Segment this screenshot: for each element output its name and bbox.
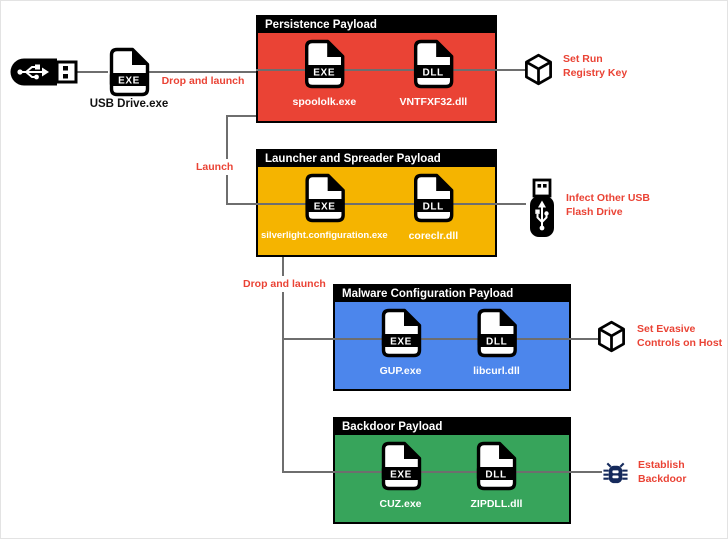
connector-persistence-to-registry — [496, 69, 526, 71]
payload-title-launcher-spreader: Launcher and Spreader Payload — [258, 151, 495, 167]
svg-text:DLL: DLL — [423, 202, 444, 213]
edge-label-drop-and-launch-1: Drop and launch — [161, 75, 245, 87]
connector-drop-to-config — [282, 338, 334, 340]
connector-backdoor-to-bug — [569, 471, 602, 473]
exe-file-group: EXE silverlight.configuration.exe — [261, 173, 388, 241]
connector-usb-to-file — [76, 71, 108, 73]
connector-launch-top — [226, 115, 257, 117]
payload-title-persistence: Persistence Payload — [258, 17, 495, 33]
connector-drop-to-backdoor — [282, 471, 334, 473]
payload-box-launcher-spreader: Launcher and Spreader Payload EXE silver… — [256, 149, 497, 257]
inner-connector-line — [256, 69, 497, 71]
dll-file-icon: DLL — [412, 39, 454, 89]
svg-text:DLL: DLL — [486, 337, 507, 348]
connector-config-to-cube — [569, 338, 598, 340]
payload-title-malware-config: Malware Configuration Payload — [335, 286, 569, 302]
dll-file-group: DLL VNTFXF32.dll — [399, 39, 468, 108]
exe-file-name: CUZ.exe — [379, 498, 422, 510]
dll-file-name: libcurl.dll — [473, 365, 520, 377]
outcome-label-establish-backdoor: Establish Backdoor — [638, 459, 687, 485]
connector-launch-bottom — [226, 203, 257, 205]
usb-stick-icon — [8, 53, 80, 96]
cube-icon — [597, 320, 626, 358]
exe-file-group: EXE CUZ.exe — [380, 441, 422, 510]
exe-file-name: silverlight.configuration.exe — [261, 230, 388, 241]
dll-file-group: DLL ZIPDLL.dll — [470, 441, 522, 510]
svg-text:DLL: DLL — [486, 470, 507, 481]
connector-file-to-persistence — [149, 71, 257, 73]
usb-drive-exe-label: USB Drive.exe — [89, 98, 169, 110]
payload-box-persistence: Persistence Payload EXE spoololk.exe DLL… — [256, 15, 497, 123]
exe-file-icon: EXE — [303, 39, 345, 89]
connector-drop-vertical — [282, 256, 284, 473]
dll-file-icon: DLL — [475, 441, 517, 491]
exe-file-icon: EXE — [380, 308, 422, 358]
edge-label-drop-and-launch-2: Drop and launch — [240, 276, 329, 292]
payload-body-launcher-spreader: EXE silverlight.configuration.exe DLL co… — [256, 167, 497, 255]
dll-file-icon: DLL — [412, 173, 454, 223]
dll-file-name: coreclr.dll — [408, 230, 459, 242]
dll-file-group: DLL coreclr.dll — [408, 173, 459, 242]
payload-box-backdoor: Backdoor Payload EXE CUZ.exe DLL ZIPDLL.… — [333, 417, 571, 524]
svg-text:EXE: EXE — [390, 337, 412, 348]
outcome-label-set-run-registry-key: Set Run Registry Key — [563, 53, 628, 79]
exe-file-icon: EXE — [380, 441, 422, 491]
dll-file-group: DLL libcurl.dll — [473, 308, 520, 377]
svg-text:DLL: DLL — [423, 68, 444, 79]
cube-icon — [524, 53, 553, 91]
dll-file-name: VNTFXF32.dll — [399, 96, 468, 108]
inner-connector-line — [333, 471, 571, 473]
svg-text:EXE: EXE — [390, 470, 412, 481]
exe-file-name: spoololk.exe — [292, 96, 357, 108]
exe-file-icon: EXE — [303, 173, 345, 223]
inner-connector-line — [256, 203, 497, 205]
connector-launcher-to-usb — [496, 203, 526, 205]
bug-icon — [602, 460, 629, 493]
outcome-label-set-evasive-controls: Set Evasive Controls on Host — [637, 323, 723, 349]
edge-label-launch: Launch — [193, 159, 237, 175]
svg-text:EXE: EXE — [313, 68, 335, 79]
svg-text:EXE: EXE — [313, 202, 335, 213]
payload-body-malware-config: EXE GUP.exe DLL libcurl.dll — [333, 302, 571, 389]
payload-body-backdoor: EXE CUZ.exe DLL ZIPDLL.dll — [333, 435, 571, 522]
exe-badge: EXE — [118, 76, 140, 87]
usb-drive-exe-file-icon: EXE — [108, 47, 150, 97]
payload-body-persistence: EXE spoololk.exe DLL VNTFXF32.dll — [256, 33, 497, 121]
outcome-label-infect-other-usb: Infect Other USB Flash Drive — [566, 192, 651, 218]
exe-file-name: GUP.exe — [379, 365, 422, 377]
payload-title-backdoor: Backdoor Payload — [335, 419, 569, 435]
dll-file-name: ZIPDLL.dll — [470, 498, 523, 510]
exe-file-group: EXE spoololk.exe — [292, 39, 357, 108]
usb-flash-drive-icon — [525, 178, 559, 245]
exe-file-group: EXE GUP.exe — [380, 308, 422, 377]
payload-box-malware-config: Malware Configuration Payload EXE GUP.ex… — [333, 284, 571, 391]
inner-connector-line — [333, 338, 571, 340]
dll-file-icon: DLL — [475, 308, 517, 358]
